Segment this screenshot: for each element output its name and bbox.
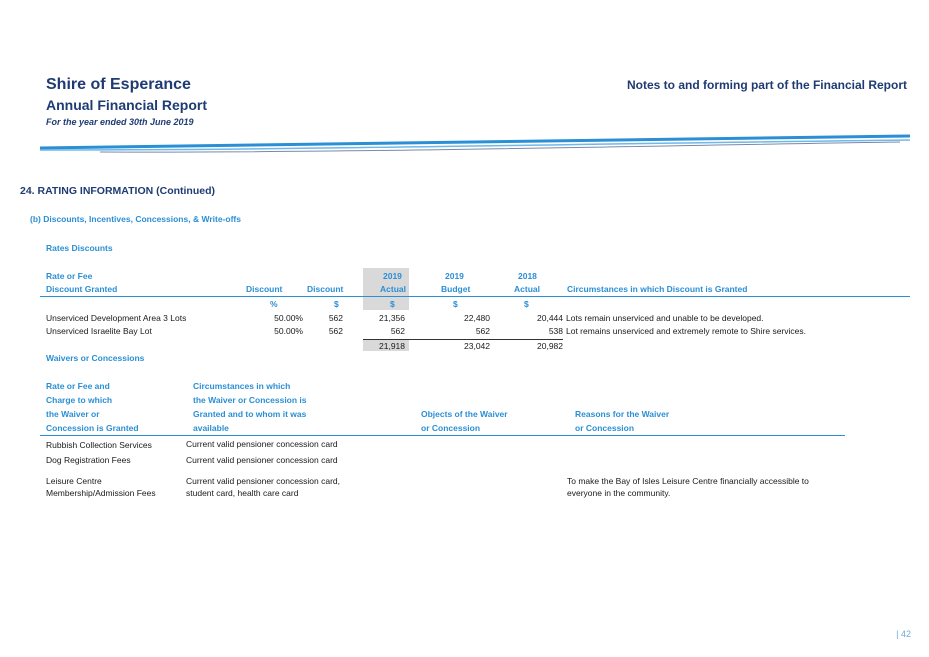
report-title: Annual Financial Report (46, 97, 208, 113)
waiver-col-fee-l2: Charge to which (46, 395, 113, 405)
col-header-budget-2019-label: Budget (441, 284, 471, 294)
col-header-discount-amt: Discount (307, 284, 344, 294)
total-actual-2018: 20,982 (537, 341, 563, 351)
discount-row-1-actual-2019: 21,356 (379, 313, 405, 323)
page-number: | 42 (896, 629, 911, 639)
discount-row-1-fee: Unserviced Development Area 3 Lots (46, 313, 187, 323)
discount-row-1-amt: 562 (328, 313, 343, 323)
waiver-row-2-fee: Dog Registration Fees (46, 455, 131, 465)
actual-2019-unit-shade (363, 298, 409, 310)
totals-top-rule (363, 339, 563, 340)
notes-title: Notes to and forming part of the Financi… (626, 78, 907, 92)
unit-budget-2019: $ (453, 299, 458, 309)
discount-row-2-actual-2018: 538 (548, 326, 563, 336)
col-header-actual-2018-label: Actual (514, 284, 540, 294)
waiver-col-fee-l3: the Waiver or (46, 409, 100, 419)
col-header-actual-2019-year: 2019 (383, 271, 402, 281)
waiver-row-3-circumstances-line2: student card, health care card (186, 488, 299, 498)
discount-row-2-budget-2019: 562 (475, 326, 490, 336)
col-header-fee-line2: Discount Granted (46, 284, 118, 294)
unit-actual-2018: $ (524, 299, 529, 309)
waiver-col-fee-l4: Concession is Granted (46, 423, 139, 433)
waiver-col-obj-l2: or Concession (421, 423, 481, 433)
discount-row-2-actual-2019: 562 (390, 326, 405, 336)
rates-discounts-heading: Rates Discounts (46, 243, 113, 253)
discount-header-rule (40, 296, 910, 297)
unit-pct: % (270, 299, 278, 309)
section-title: 24. RATING INFORMATION (Continued) (20, 185, 216, 197)
actual-2019-total-shade (363, 339, 409, 351)
header-swoosh-decoration (40, 134, 910, 153)
discount-row-2-pct: 50.00% (274, 326, 303, 336)
discount-row-1-circumstances: Lots remain unserviced and unable to be … (566, 313, 764, 323)
discount-row-2-amt: 562 (328, 326, 343, 336)
discount-row-2-fee: Unserviced Israelite Bay Lot (46, 326, 152, 336)
unit-amt: $ (334, 299, 339, 309)
col-header-actual-2018-year: 2018 (518, 271, 537, 281)
waiver-col-circ-l1: Circumstances in which (193, 381, 291, 391)
actual-2019-header-shade (363, 268, 409, 298)
waiver-row-3-circumstances-line1: Current valid pensioner concession card, (186, 476, 341, 486)
waiver-col-obj-l1: Objects of the Waiver (421, 409, 508, 419)
waiver-row-3-reason-line2: everyone in the community. (567, 488, 671, 498)
waiver-row-3-reason-line1: To make the Bay of Isles Leisure Centre … (567, 476, 809, 486)
col-header-actual-2019-label: Actual (380, 284, 406, 294)
col-header-circumstances: Circumstances in which Discount is Grant… (567, 284, 748, 294)
waivers-heading: Waivers or Concessions (46, 353, 145, 363)
discount-row-2-circumstances: Lot remains unserviced and extremely rem… (566, 326, 806, 336)
waiver-col-circ-l3: Granted and to whom it was (193, 409, 307, 419)
waiver-col-circ-l4: available (193, 423, 229, 433)
waiver-col-fee-l1: Rate or Fee and (46, 381, 110, 391)
waiver-row-3-fee-line1: Leisure Centre (46, 476, 102, 486)
waiver-col-reason-l1: Reasons for the Waiver (575, 409, 670, 419)
col-header-fee-line1: Rate or Fee (46, 271, 93, 281)
total-budget-2019: 23,042 (464, 341, 490, 351)
organisation-name: Shire of Esperance (46, 76, 191, 93)
waiver-row-2-circumstances: Current valid pensioner concession card (186, 455, 338, 465)
section-subtitle: (b) Discounts, Incentives, Concessions, … (30, 214, 241, 224)
unit-actual-2019: $ (390, 299, 395, 309)
col-header-discount-pct: Discount (246, 284, 283, 294)
waiver-row-1-fee: Rubbish Collection Services (46, 440, 152, 450)
waiver-row-1-circumstances: Current valid pensioner concession card (186, 439, 338, 449)
waiver-col-circ-l2: the Waiver or Concession is (193, 395, 307, 405)
discount-row-1-budget-2019: 22,480 (464, 313, 490, 323)
discount-row-1-pct: 50.00% (274, 313, 303, 323)
col-header-budget-2019-year: 2019 (445, 271, 464, 281)
waiver-header-rule (40, 435, 845, 436)
waiver-row-3-fee-line2: Membership/Admission Fees (46, 488, 156, 498)
discount-row-1-actual-2018: 20,444 (537, 313, 563, 323)
total-actual-2019: 21,918 (379, 341, 405, 351)
waiver-col-reason-l2: or Concession (575, 423, 635, 433)
report-period: For the year ended 30th June 2019 (46, 117, 194, 127)
